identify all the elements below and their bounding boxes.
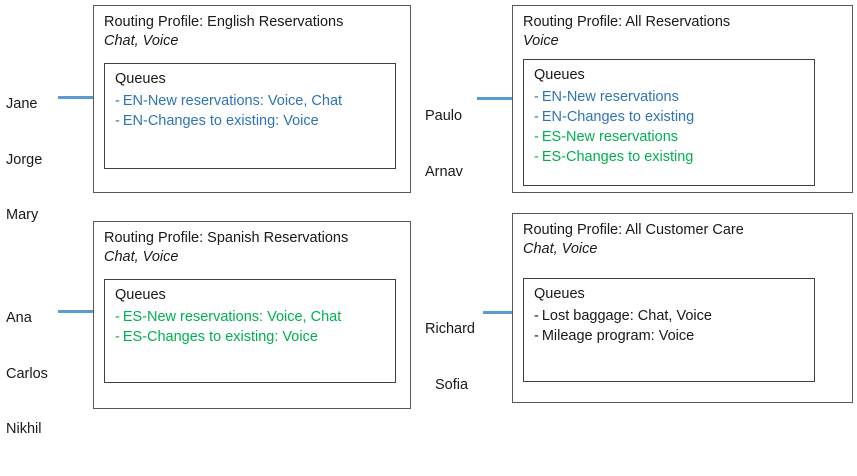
queue-dash: - (534, 89, 539, 105)
agent-name: Jorge (6, 151, 43, 168)
agent-group-all-reservations: Paulo Arnav (425, 70, 463, 218)
agent-name: Jane (6, 96, 38, 112)
queue-item: -ES-New reservations: Voice, Chat (115, 307, 341, 327)
routing-profile-title: Routing Profile: All Customer Care (523, 222, 744, 238)
queues-heading: Queues (534, 67, 585, 83)
agent-group-spanish-reservations: Ana Carlos Nikhil (6, 272, 48, 476)
agent-name: Arnav (425, 163, 463, 180)
routing-profile-channels: Chat, Voice (104, 33, 179, 49)
queue-label: EN-Changes to existing (541, 109, 695, 125)
queues-box-all-reservations: Queues -EN-New reservations -EN-Changes … (523, 59, 815, 186)
queues-box-all-customer-care: Queues -Lost baggage: Chat, Voice -Milea… (523, 278, 815, 382)
connector-line-english-reservations (58, 96, 96, 99)
routing-profile-box-all-customer-care: Routing Profile: All Customer Care Chat,… (512, 213, 853, 403)
queues-heading: Queues (534, 286, 585, 302)
routing-profile-channels: Voice (523, 33, 559, 49)
queue-dash: - (534, 308, 539, 324)
queue-item: -Lost baggage: Chat, Voice (534, 306, 712, 326)
connector-line-spanish-reservations (58, 310, 96, 313)
queue-dash: - (115, 329, 120, 345)
queue-item: -EN-Changes to existing: Voice (115, 111, 342, 131)
queues-heading: Queues (115, 287, 166, 303)
routing-profile-box-english-reservations: Routing Profile: English Reservations Ch… (93, 5, 411, 193)
queue-label: ES-Changes to existing: Voice (122, 329, 318, 345)
routing-profile-title: Routing Profile: Spanish Reservations (104, 230, 349, 246)
queue-list-english-reservations: -EN-New reservations: Voice, Chat -EN-Ch… (115, 91, 342, 131)
agent-name: Ana (6, 310, 32, 326)
queue-label: ES-New reservations (541, 129, 679, 145)
queue-label: Lost baggage: Chat, Voice (541, 308, 712, 324)
queue-dash: - (534, 109, 539, 125)
queue-dash: - (115, 309, 120, 325)
routing-profile-title: Routing Profile: English Reservations (104, 14, 344, 30)
diagram-canvas: Jane Jorge Mary Routing Profile: English… (6, 5, 853, 437)
connector-line-all-reservations (477, 97, 515, 100)
agent-group-all-customer-care: Richard Sofia (425, 283, 475, 431)
agent-name: Sofia (435, 376, 469, 393)
agent-name: Nikhil (6, 421, 42, 437)
queue-label: Mileage program: Voice (541, 328, 695, 344)
queue-dash: - (534, 129, 539, 145)
queue-item: -EN-New reservations: Voice, Chat (115, 91, 342, 111)
queue-label: ES-New reservations: Voice, Chat (122, 309, 342, 325)
queue-dash: - (534, 328, 539, 344)
queue-dash: - (115, 113, 120, 129)
queue-item: -ES-Changes to existing (534, 147, 694, 167)
queue-item: -EN-New reservations (534, 87, 694, 107)
queues-box-english-reservations: Queues -EN-New reservations: Voice, Chat… (104, 63, 396, 169)
connector-line-all-customer-care (483, 311, 516, 314)
routing-profile-box-spanish-reservations: Routing Profile: Spanish Reservations Ch… (93, 221, 411, 409)
queue-list-spanish-reservations: -ES-New reservations: Voice, Chat -ES-Ch… (115, 307, 341, 347)
queue-list-all-reservations: -EN-New reservations -EN-Changes to exis… (534, 87, 694, 167)
routing-profile-channels: Chat, Voice (523, 241, 598, 257)
agent-group-english-reservations: Jane Jorge Mary (6, 58, 42, 262)
routing-profile-title: Routing Profile: All Reservations (523, 14, 731, 30)
queue-label: ES-Changes to existing (541, 149, 694, 165)
queues-heading: Queues (115, 71, 166, 87)
agent-name: Richard (425, 321, 475, 337)
queue-label: EN-Changes to existing: Voice (122, 113, 319, 129)
queue-dash: - (534, 149, 539, 165)
queue-item: -ES-New reservations (534, 127, 694, 147)
queue-dash: - (115, 93, 120, 109)
agent-name: Mary (6, 207, 39, 223)
queue-label: EN-New reservations (541, 89, 679, 105)
queue-item: -Mileage program: Voice (534, 326, 712, 346)
agent-name: Paulo (425, 108, 463, 124)
agent-name: Carlos (6, 365, 48, 382)
queue-item: -EN-Changes to existing (534, 107, 694, 127)
queues-box-spanish-reservations: Queues -ES-New reservations: Voice, Chat… (104, 279, 396, 383)
queue-label: EN-New reservations: Voice, Chat (122, 93, 343, 109)
routing-profile-channels: Chat, Voice (104, 249, 179, 265)
queue-list-all-customer-care: -Lost baggage: Chat, Voice -Mileage prog… (534, 306, 712, 346)
queue-item: -ES-Changes to existing: Voice (115, 327, 341, 347)
routing-profile-box-all-reservations: Routing Profile: All Reservations Voice … (512, 5, 853, 193)
